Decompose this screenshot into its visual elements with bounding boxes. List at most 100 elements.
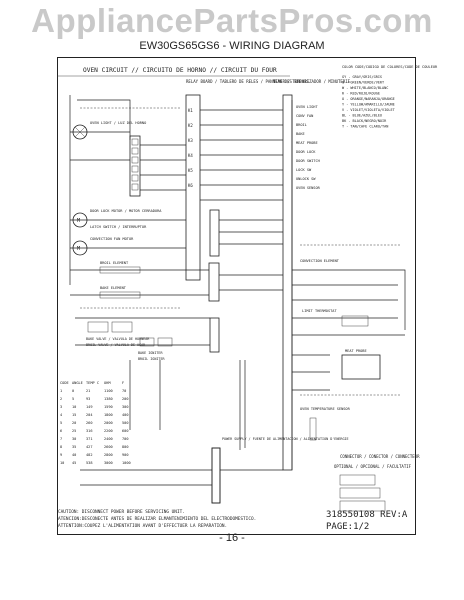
timer-output-label: OVEN LIGHT xyxy=(296,105,318,109)
component-label: BROIL ELEMENT xyxy=(100,261,129,265)
table-cell: 1590 xyxy=(104,405,113,409)
igniter-label: BAKE IGNITER xyxy=(138,351,163,355)
table-cell: 3 xyxy=(60,405,62,409)
table-cell: 4 xyxy=(60,413,62,417)
color-code-item: BL - BLUE/AZUL/BLEU xyxy=(342,114,382,118)
component-label: OVEN TEMPERATURE SENSOR xyxy=(300,407,351,411)
table-cell: 70 xyxy=(122,389,126,393)
table-cell: 500 xyxy=(122,421,129,425)
component-label: MEAT PROBE xyxy=(345,349,367,353)
connector-pin xyxy=(131,174,139,182)
igniter-label: BROIL IGNITER xyxy=(138,357,165,361)
connector-pin xyxy=(131,183,139,191)
table-cell: 538 xyxy=(86,461,93,465)
connector-j1 xyxy=(209,209,220,257)
valve-broil-symbol xyxy=(111,321,133,333)
color-code-item: W - WHITE/BLANCO/BLANC xyxy=(342,86,388,90)
wiring-lines xyxy=(69,95,406,486)
relay-pin-label: K3 xyxy=(188,138,193,143)
table-cell: 204 xyxy=(86,413,93,417)
component-symbols: M M xyxy=(72,124,381,504)
connector-label: CONNECTOR / CONECTOR / CONNECTEUR xyxy=(340,454,420,459)
latch-motor-symbol xyxy=(72,212,88,228)
table-cell: 427 xyxy=(86,445,93,449)
table-cell: 35 xyxy=(72,445,76,449)
table-cell: 371 xyxy=(86,437,93,441)
caution-line-2: ATENCION:DESCONECTE ANTES DE REALIZAR EL… xyxy=(58,516,256,522)
table-cell: 45 xyxy=(72,461,76,465)
table-cell: 0 xyxy=(72,389,74,393)
table-cell: 900 xyxy=(122,453,129,457)
oven-light-symbol xyxy=(72,124,88,140)
color-code-item: R - RED/ROJO/ROUGE xyxy=(342,92,380,96)
relay-pin-label: K2 xyxy=(188,123,193,128)
page-number: - 16 - xyxy=(219,532,245,544)
table-cell: 2400 xyxy=(104,437,113,441)
table-cell: 260 xyxy=(86,421,93,425)
diagram-frame xyxy=(57,57,416,535)
color-code-item: BK - BLACK/NEGRO/NOIR xyxy=(342,119,387,123)
power-supply-box xyxy=(211,447,221,504)
component-label: CONVECTION FAN MOTOR xyxy=(90,237,134,241)
table-cell: 800 xyxy=(122,445,129,449)
caution-line-3: ATTENTION:COUPEZ L'ALIMENTATION AVANT D'… xyxy=(58,523,227,529)
table-cell: 2000 xyxy=(104,421,113,425)
color-code-item: G - GREEN/VERDE/VERT xyxy=(342,81,385,85)
svg-text:M: M xyxy=(77,218,80,224)
table-cell: 30 xyxy=(72,437,76,441)
timer-output-label: BAKE xyxy=(296,132,305,136)
relay-pin-label: K4 xyxy=(188,153,193,158)
table-cell: 149 xyxy=(86,405,93,409)
color-code-block: COLOR CODE/CODIGO DE COLORES/CODE DE COU… xyxy=(342,65,438,129)
table-cell: 10 xyxy=(72,405,76,409)
table-cell: 600 xyxy=(122,429,129,433)
table-header: ANGLE xyxy=(72,381,83,385)
model-title: EW30GS65GS6 - WIRING DIAGRAM xyxy=(139,40,325,52)
color-code-item: T - TAN/CAFE CLARO/TAN xyxy=(342,125,388,129)
connector-j4 xyxy=(211,447,221,504)
timer-output-label: DOOR SWITCH xyxy=(296,159,320,163)
watermark: AppliancePartsPros.com xyxy=(31,2,433,39)
valve-bake-symbol xyxy=(87,321,109,333)
svg-text:M: M xyxy=(77,246,80,252)
table-cell: 700 xyxy=(122,437,129,441)
timer-output-label: LOCK SW xyxy=(296,168,312,172)
valve-label: BAKE VALVE / VALVULA DE HORNEAR xyxy=(86,337,150,341)
table-cell: 5 xyxy=(60,421,62,425)
caution-line-1: CAUTION: DISCONNECT POWER BEFORE SERVICI… xyxy=(58,509,185,515)
table-cell: 10 xyxy=(60,461,64,465)
bake-element-symbol xyxy=(99,266,141,274)
relay-pin-label: K6 xyxy=(188,183,193,188)
table-cell: 1000 xyxy=(122,461,131,465)
component-label: CONVECTION ELEMENT xyxy=(300,259,340,263)
component-label: LATCH SWITCH / INTERRUPTOR xyxy=(90,225,147,229)
table-cell: 2600 xyxy=(104,445,113,449)
table-cell: 200 xyxy=(122,397,129,401)
timer-output-label: UNLOCK SW xyxy=(296,177,316,181)
caution-block: CAUTION: DISCONNECT POWER BEFORE SERVICI… xyxy=(58,509,256,529)
sensor-symbol xyxy=(309,417,317,441)
table-cell: 20 xyxy=(72,421,76,425)
table-cell: 1100 xyxy=(104,389,113,393)
option-label: OPTIONAL / OPCIONAL / FACULTATIF xyxy=(334,464,412,469)
component-label: OVEN LIGHT / LUZ DEL HORNO xyxy=(90,121,146,125)
table-cell: 2 xyxy=(60,397,62,401)
table-cell: 7 xyxy=(60,437,62,441)
table-cell: 482 xyxy=(86,453,93,457)
connector-pin xyxy=(131,138,139,146)
connector-pin xyxy=(131,165,139,173)
table-cell: 8 xyxy=(60,445,62,449)
meat-probe-symbol xyxy=(341,354,381,380)
table-cell: 6 xyxy=(60,429,62,433)
table-cell: 1800 xyxy=(104,413,113,417)
valve-label: BROIL VALVE / VALVULA DE ASAR xyxy=(86,343,146,347)
table-cell: 40 xyxy=(72,453,76,457)
component-label: BAKE ELEMENT xyxy=(100,286,127,290)
timer-output-label: BROIL xyxy=(296,123,307,127)
igniter-broil-symbol xyxy=(157,337,173,347)
timer-output-label: CONV FAN xyxy=(296,114,313,118)
table-cell: 9 xyxy=(60,453,62,457)
table-cell: 316 xyxy=(86,429,93,433)
table-header: OHM xyxy=(104,381,111,385)
